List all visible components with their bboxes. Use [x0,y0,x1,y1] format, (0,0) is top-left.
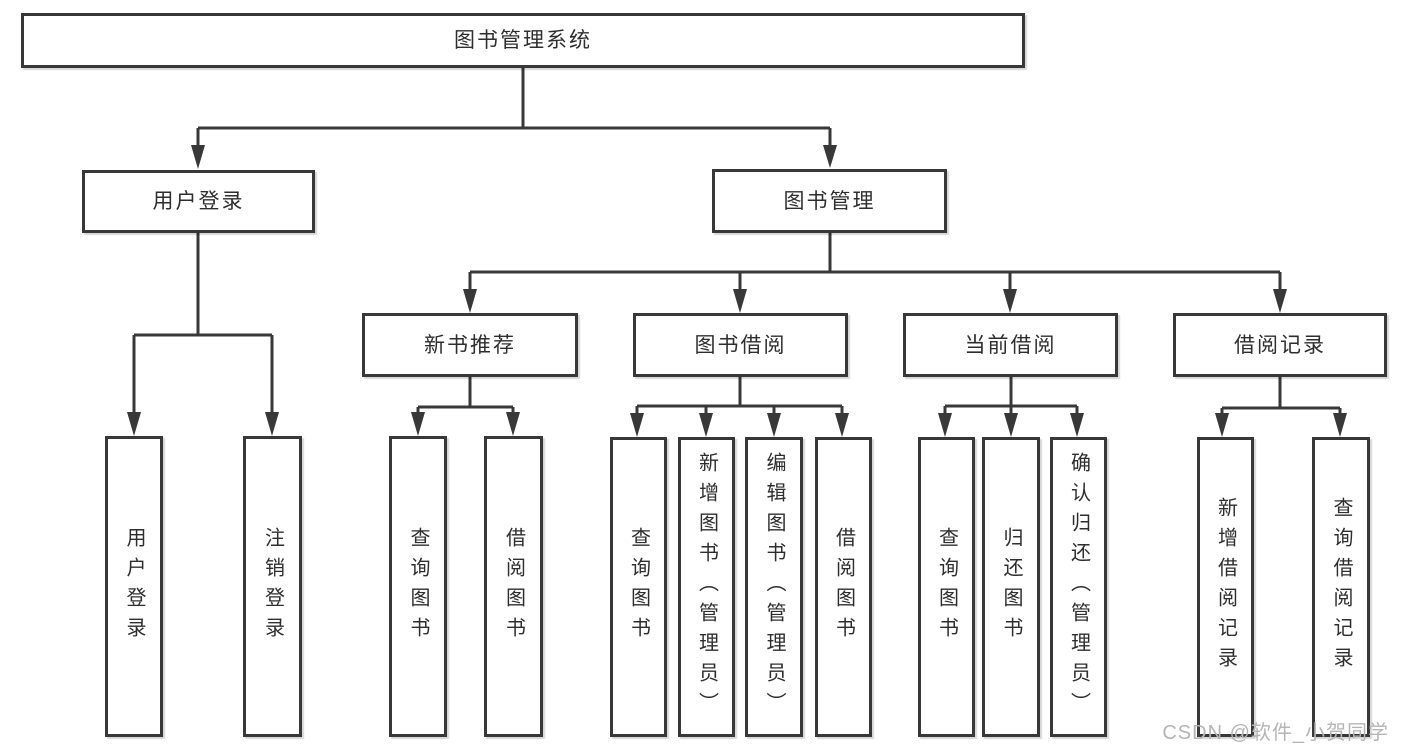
node-new-book-recommend: 新书推荐 [362,313,578,377]
node-leaf-user-login: 用户登录 [105,436,163,737]
node-leaf-current-query-books: 查询图书 [918,437,975,737]
node-leaf-current-confirm-return-admin: 确认归还（管理员） [1050,437,1107,737]
node-leaf-records-query-record: 查询借阅记录 [1312,437,1370,737]
node-borrow-records: 借阅记录 [1173,313,1387,377]
node-leaf-current-return-books: 归还图书 [982,437,1040,737]
node-book-borrow: 图书借阅 [633,313,848,377]
node-library-system: 图书管理系统 [21,13,1025,68]
node-user-login: 用户登录 [82,170,315,233]
node-leaf-logout: 注销登录 [243,436,302,737]
watermark: CSDN @软件_小贺同学 [1162,722,1389,744]
node-leaf-records-add-record: 新增借阅记录 [1197,437,1254,737]
node-leaf-recommend-borrow-books: 借阅图书 [484,436,543,737]
node-leaf-recommend-query-books: 查询图书 [389,436,447,737]
node-current-borrow: 当前借阅 [903,313,1118,377]
node-leaf-borrow-edit-books-admin: 编辑图书（管理员） [745,437,803,737]
node-leaf-borrow-query-books: 查询图书 [610,437,667,737]
node-leaf-borrow-borrow-books: 借阅图书 [815,437,872,737]
node-book-management: 图书管理 [712,169,947,233]
node-leaf-borrow-add-books-admin: 新增图书（管理员） [678,437,735,737]
